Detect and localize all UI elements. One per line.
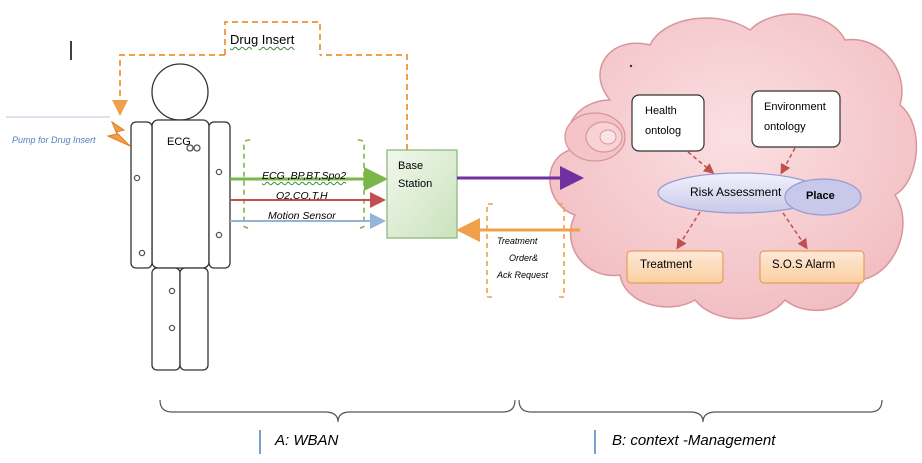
base-station-box: [386, 149, 458, 239]
treatment-label: Treatment: [640, 259, 692, 271]
treatment-order-bracket: [486, 203, 565, 298]
base-station-line-2: Station: [398, 178, 433, 190]
lightning-icon: [106, 120, 131, 147]
section-b-label: B: context -Management: [612, 432, 776, 449]
environment-ontology-box: [751, 90, 841, 148]
health-ontology-line-1: Health: [645, 105, 677, 117]
treatment-order-line-2: Order&: [509, 253, 539, 263]
sensor-dots: [133, 144, 223, 332]
environment-ontology-line-2: ontology: [764, 121, 806, 133]
health-ontology-line-2: ontolog: [645, 125, 682, 137]
pump-label: Pump for Drug Insert: [12, 135, 96, 145]
sensor-line-1: ECG ,BP,BT,Spo2: [262, 170, 347, 182]
place-label: Place: [806, 190, 835, 202]
ecg-body-label: ECG: [167, 136, 191, 148]
drug-insert-loop: [112, 21, 408, 150]
sensor-line-3: Motion Sensor: [268, 210, 336, 222]
drug-insert-label: Drug Insert: [230, 32, 295, 47]
place-ellipse: [784, 178, 862, 216]
environment-ontology-line-1: Environment: [764, 101, 826, 113]
health-ontology-box: [631, 94, 705, 152]
sos-alarm-box: [759, 250, 865, 284]
human-figure: [130, 63, 231, 371]
risk-assessment-label: Risk Assessment: [690, 185, 782, 199]
section-a-label: A: WBAN: [275, 432, 339, 449]
treatment-box: [626, 250, 724, 284]
sos-alarm-label: S.O.S Alarm: [772, 259, 836, 271]
treatment-order-line-3: Ack Request: [497, 270, 549, 280]
base-station-line-1: Base: [398, 160, 424, 172]
section-braces: [159, 399, 883, 423]
sensor-line-2: O2,CO,T,H: [276, 190, 328, 202]
treatment-order-line-1: Treatment: [497, 236, 538, 246]
cloud-arrows: [676, 147, 808, 250]
context-cloud: [549, 13, 918, 320]
